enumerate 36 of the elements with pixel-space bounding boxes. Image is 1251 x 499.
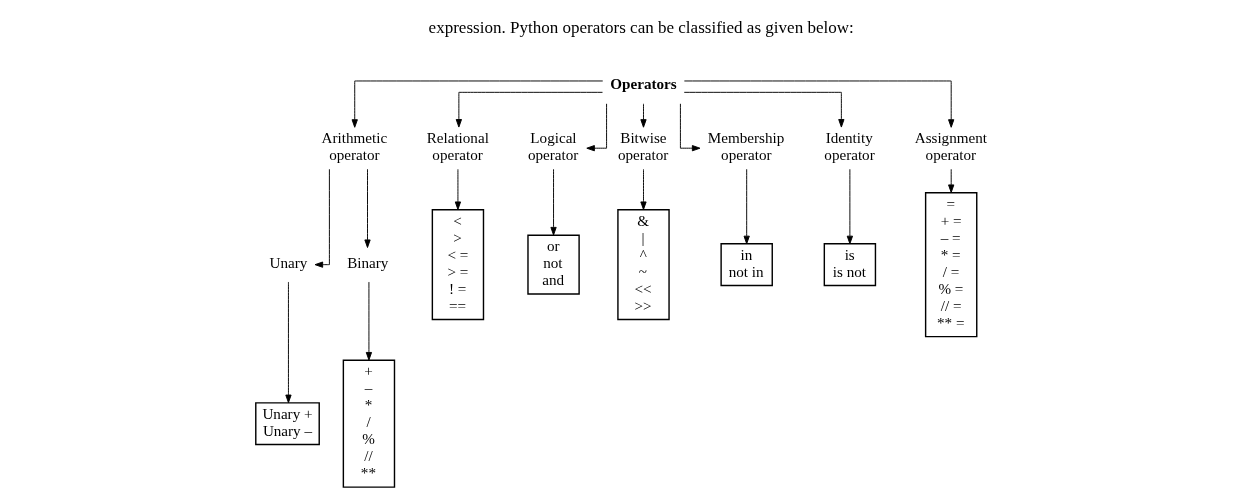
node-box: < > < = > = ! = == [431, 209, 485, 321]
node-text: Identity operator [824, 130, 875, 164]
arrow [846, 168, 853, 245]
arrow [285, 281, 292, 404]
arrow [948, 168, 955, 193]
arrow [640, 103, 647, 128]
node-box: or not and [527, 234, 580, 295]
arrow [365, 281, 373, 361]
node-text: Arithmetic operator [321, 130, 388, 164]
arrow [743, 168, 750, 245]
arrow [683, 91, 845, 128]
node-text: Operators [610, 76, 677, 93]
node-box: in not in [720, 243, 773, 287]
label: expression. Python operators can be classified as given below: [428, 18, 854, 38]
arrow [455, 91, 603, 128]
node-box: & | ^ ~ << >> [617, 209, 670, 321]
arrow [364, 168, 371, 248]
arrow [683, 80, 955, 128]
node-box: Unary + Unary – [255, 402, 320, 446]
arrow [679, 103, 701, 152]
arrow [550, 168, 557, 236]
node-box: = + = – = * = / = % = // = ** = [924, 192, 978, 338]
node-text: Bitwise operator [617, 130, 669, 164]
node-text: Assignment operator [914, 130, 987, 164]
node-text: Binary [347, 255, 389, 272]
arrow [454, 168, 462, 210]
node-box: + – * / % // ** [342, 359, 396, 488]
arrow [586, 103, 608, 152]
arrow [351, 80, 604, 128]
node-text: Unary [269, 255, 308, 272]
node-box: is is not [823, 243, 877, 287]
arrow [640, 168, 647, 210]
arrow [314, 168, 330, 268]
node-text: Logical operator [527, 130, 579, 164]
node-text: Relational operator [426, 130, 489, 164]
node-text: Membership operator [707, 130, 785, 164]
